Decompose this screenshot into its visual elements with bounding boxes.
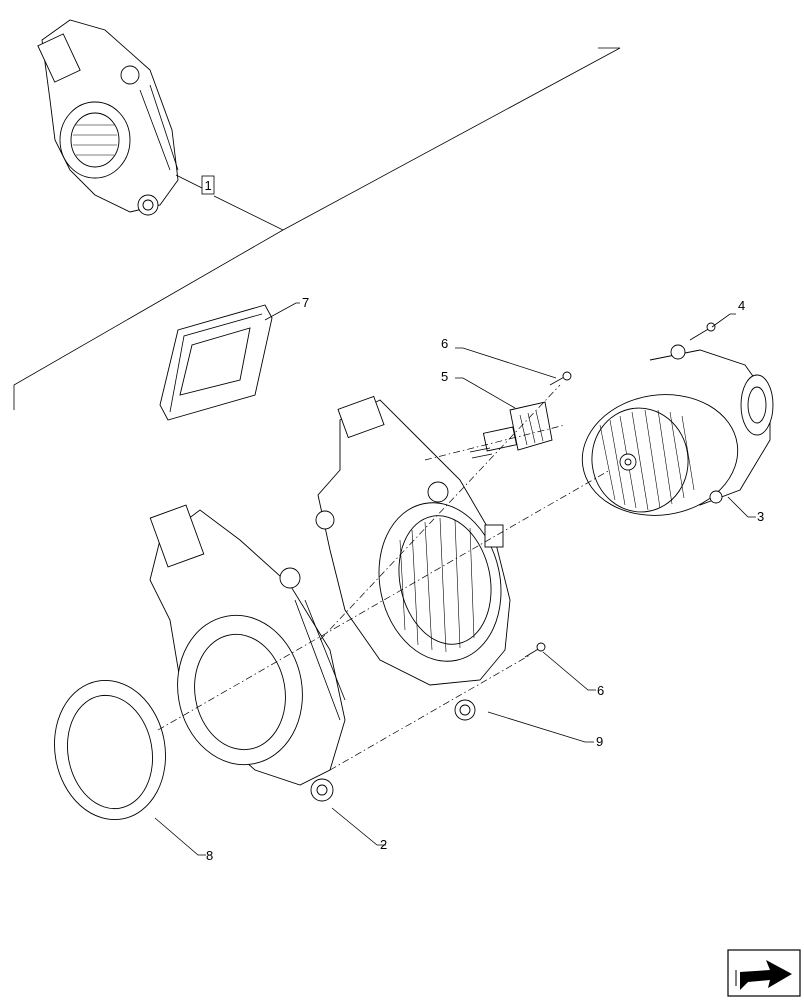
callout-9: 9 bbox=[596, 734, 603, 749]
blower-motor-part-3 bbox=[581, 344, 774, 516]
callout-labels: 1 2 3 4 5 6 6 7 8 9 bbox=[201, 175, 764, 863]
callout-6-lower: 6 bbox=[597, 683, 604, 698]
gasket-part-7 bbox=[159, 304, 273, 421]
cover-part-2 bbox=[149, 504, 346, 802]
callout-1: 1 bbox=[205, 178, 212, 193]
screw-part-6-lower bbox=[524, 642, 546, 658]
housing-part-9 bbox=[315, 395, 511, 721]
callout-3: 3 bbox=[757, 509, 764, 524]
next-page-arrow-icon[interactable] bbox=[727, 949, 801, 997]
callout-6-upper: 6 bbox=[441, 336, 448, 351]
screw-part-4 bbox=[689, 322, 716, 341]
assembly-axis-lines bbox=[157, 384, 611, 771]
leader-lines bbox=[154, 174, 756, 856]
callout-1-box bbox=[201, 175, 215, 195]
assembled-blower-thumbnail bbox=[37, 19, 179, 216]
screw-part-6-upper bbox=[549, 371, 572, 386]
callout-4: 4 bbox=[738, 298, 745, 313]
resistor-part-5 bbox=[469, 401, 553, 459]
callout-7: 7 bbox=[302, 295, 309, 310]
callout-8: 8 bbox=[206, 848, 213, 863]
assembly-reference-line bbox=[13, 47, 621, 410]
seal-ring-part-8 bbox=[54, 679, 166, 821]
callout-5: 5 bbox=[441, 369, 448, 384]
callout-2: 2 bbox=[380, 837, 387, 852]
